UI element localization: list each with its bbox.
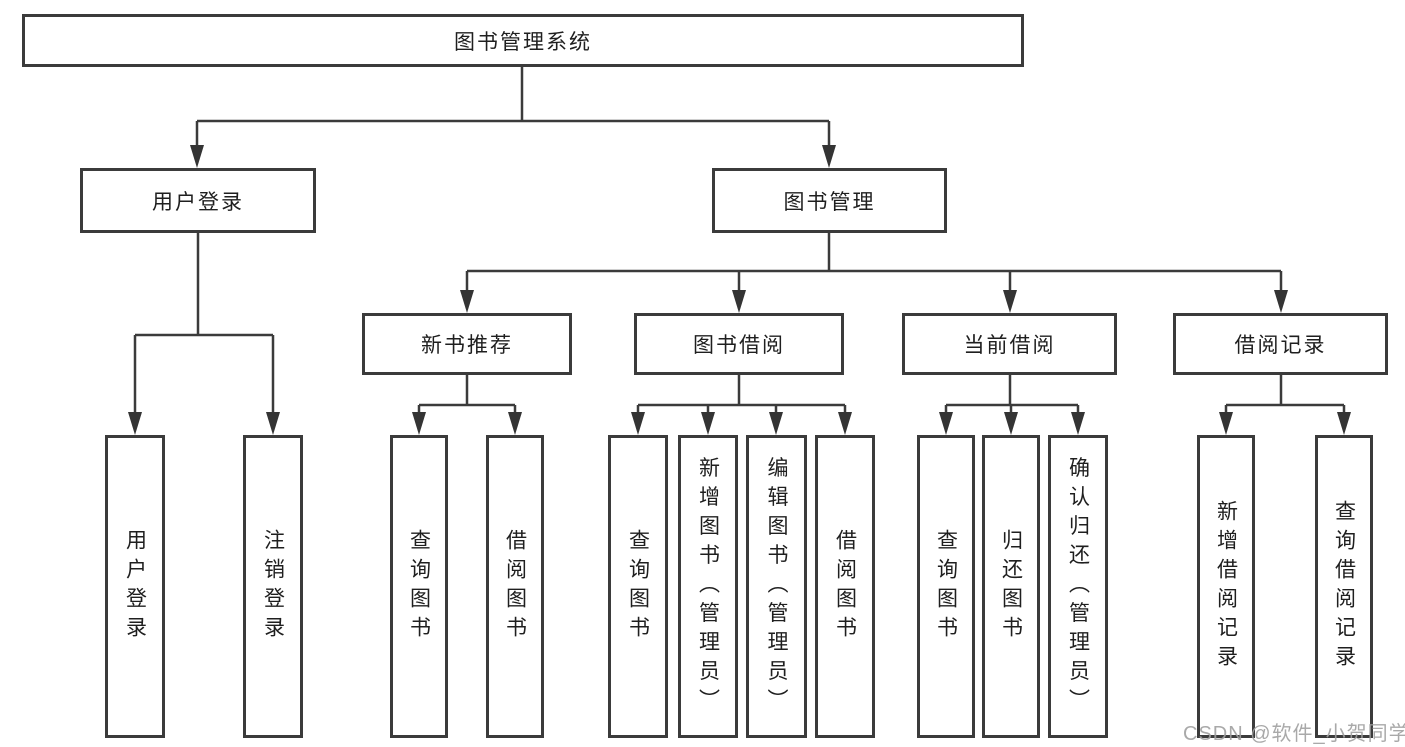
leaf-confirm-return-admin: 确认归还（管理员） xyxy=(1048,435,1108,738)
node-borrowing-records-label: 借阅记录 xyxy=(1234,334,1327,357)
leaf-query-borrow-record-label: 查询借阅记录 xyxy=(1332,499,1356,674)
node-book-management-label: 图书管理 xyxy=(783,190,876,214)
leaf-borrow-books-borrowing-label: 借阅图书 xyxy=(833,528,857,645)
leaf-return-books-label: 归还图书 xyxy=(999,528,1023,645)
node-user-login: 用户登录 xyxy=(80,168,316,233)
node-book-borrowing-label: 图书借阅 xyxy=(693,334,785,357)
leaf-borrow-books-recommend: 借阅图书 xyxy=(486,435,544,738)
leaf-edit-book-admin: 编辑图书（管理员） xyxy=(746,435,807,738)
node-user-login-label: 用户登录 xyxy=(152,190,244,214)
node-new-book-recommend-label: 新书推荐 xyxy=(421,334,513,357)
leaf-query-books-current: 查询图书 xyxy=(917,435,975,738)
node-book-borrowing: 图书借阅 xyxy=(634,313,844,375)
leaf-query-books-borrowing-label: 查询图书 xyxy=(626,528,650,645)
leaf-add-borrow-record-label: 新增借阅记录 xyxy=(1214,499,1238,674)
leaf-query-books-current-label: 查询图书 xyxy=(934,528,958,645)
leaf-query-books-recommend: 查询图书 xyxy=(390,435,448,738)
arrowheads xyxy=(128,145,1351,435)
leaf-query-books-borrowing: 查询图书 xyxy=(608,435,668,738)
leaf-user-login: 用户登录 xyxy=(105,435,165,738)
leaf-borrow-books-recommend-label: 借阅图书 xyxy=(503,528,527,645)
leaf-add-book-admin: 新增图书（管理员） xyxy=(678,435,738,738)
node-new-book-recommend: 新书推荐 xyxy=(362,313,572,375)
leaf-add-book-admin-label: 新增图书（管理员） xyxy=(696,456,720,717)
leaf-confirm-return-admin-label: 确认归还（管理员） xyxy=(1066,456,1090,717)
node-borrowing-records: 借阅记录 xyxy=(1173,313,1388,375)
leaf-user-login-label: 用户登录 xyxy=(123,528,147,645)
leaf-borrow-books-borrowing: 借阅图书 xyxy=(815,435,875,738)
leaf-query-borrow-record: 查询借阅记录 xyxy=(1315,435,1373,738)
leaf-logout: 注销登录 xyxy=(243,435,303,738)
csdn-watermark: CSDN @软件_小贺同学 xyxy=(1183,723,1405,745)
leaf-add-borrow-record: 新增借阅记录 xyxy=(1197,435,1255,738)
node-current-borrowing-label: 当前借阅 xyxy=(963,334,1056,357)
leaf-query-books-recommend-label: 查询图书 xyxy=(407,528,431,645)
node-library-system: 图书管理系统 xyxy=(22,14,1024,67)
leaf-logout-label: 注销登录 xyxy=(261,528,285,645)
leaf-return-books: 归还图书 xyxy=(982,435,1040,738)
node-library-system-label: 图书管理系统 xyxy=(454,30,592,54)
node-current-borrowing: 当前借阅 xyxy=(902,313,1117,375)
leaf-edit-book-admin-label: 编辑图书（管理员） xyxy=(765,456,788,717)
node-book-management: 图书管理 xyxy=(712,168,947,233)
